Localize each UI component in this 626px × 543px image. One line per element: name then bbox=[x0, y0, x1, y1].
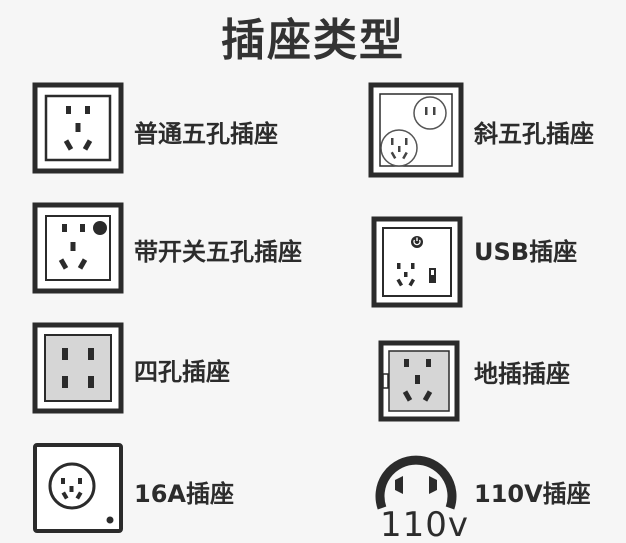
label-floor: 地插插座 bbox=[474, 360, 570, 388]
110v-voltage-text: 110v bbox=[380, 505, 470, 543]
label-110v: 110V插座 bbox=[474, 480, 591, 508]
label-standard-five-hole: 普通五孔插座 bbox=[134, 120, 278, 148]
usb-socket-icon bbox=[371, 216, 463, 308]
slanted-five-hole-socket-icon bbox=[368, 82, 464, 178]
label-16a: 16A插座 bbox=[134, 480, 234, 508]
label-slanted-five-hole: 斜五孔插座 bbox=[474, 120, 594, 148]
four-hole-socket-icon bbox=[32, 322, 124, 414]
16a-socket-icon bbox=[32, 442, 124, 534]
label-usb: USB插座 bbox=[474, 238, 578, 266]
standard-five-hole-socket-icon bbox=[32, 82, 124, 174]
label-four-hole: 四孔插座 bbox=[134, 358, 230, 386]
page-title: 插座类型 bbox=[221, 15, 405, 66]
label-switch-five-hole: 带开关五孔插座 bbox=[134, 238, 302, 266]
110v-socket-icon bbox=[368, 450, 464, 542]
switch-five-hole-socket-icon bbox=[32, 202, 124, 294]
floor-socket-icon bbox=[378, 340, 460, 422]
